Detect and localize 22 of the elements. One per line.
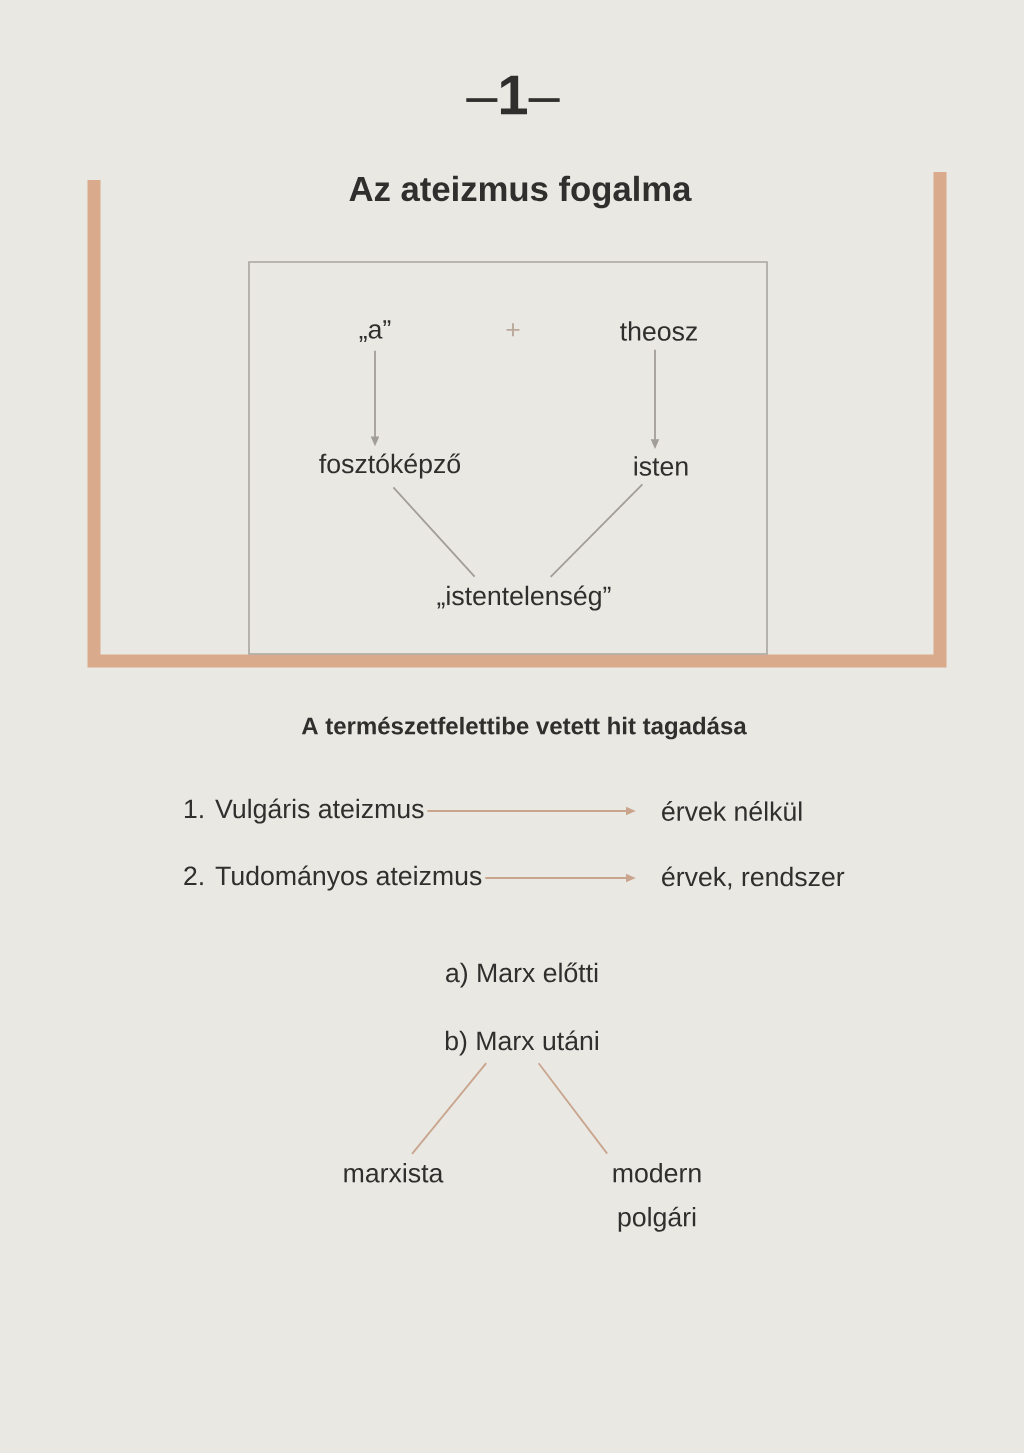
frame-box [248, 261, 768, 655]
title: Az ateizmus fogalma [349, 175, 692, 209]
list-item: 2. Tudományos ateizmus [184, 865, 482, 891]
word-label: fosztóképző [319, 453, 461, 479]
subitem-label: a) Marx előtti [446, 962, 598, 988]
branch-label: modern polgári [613, 1162, 701, 1232]
word-label: theosz [620, 321, 697, 341]
page-number: –1– [466, 75, 560, 115]
word-label: „a” [359, 320, 391, 342]
description-label: érvek, rendszer [662, 866, 845, 890]
description-label: érvek nélkül [662, 801, 802, 821]
connector-line [549, 483, 644, 578]
connector-line [411, 1062, 488, 1155]
word-label: isten [634, 456, 688, 476]
connector-line [392, 486, 476, 578]
list-item: 1. Vulgáris ateizmus [184, 798, 424, 824]
subitem-label: b) Marx utáni [445, 1030, 598, 1056]
word-label: „istentelenség” [437, 585, 611, 611]
section-heading: A természetfelettibe vetett hit tagadása [301, 716, 747, 740]
plus-sign: + [506, 323, 520, 337]
connector-line [537, 1062, 609, 1155]
branch-label: marxista [344, 1162, 444, 1183]
